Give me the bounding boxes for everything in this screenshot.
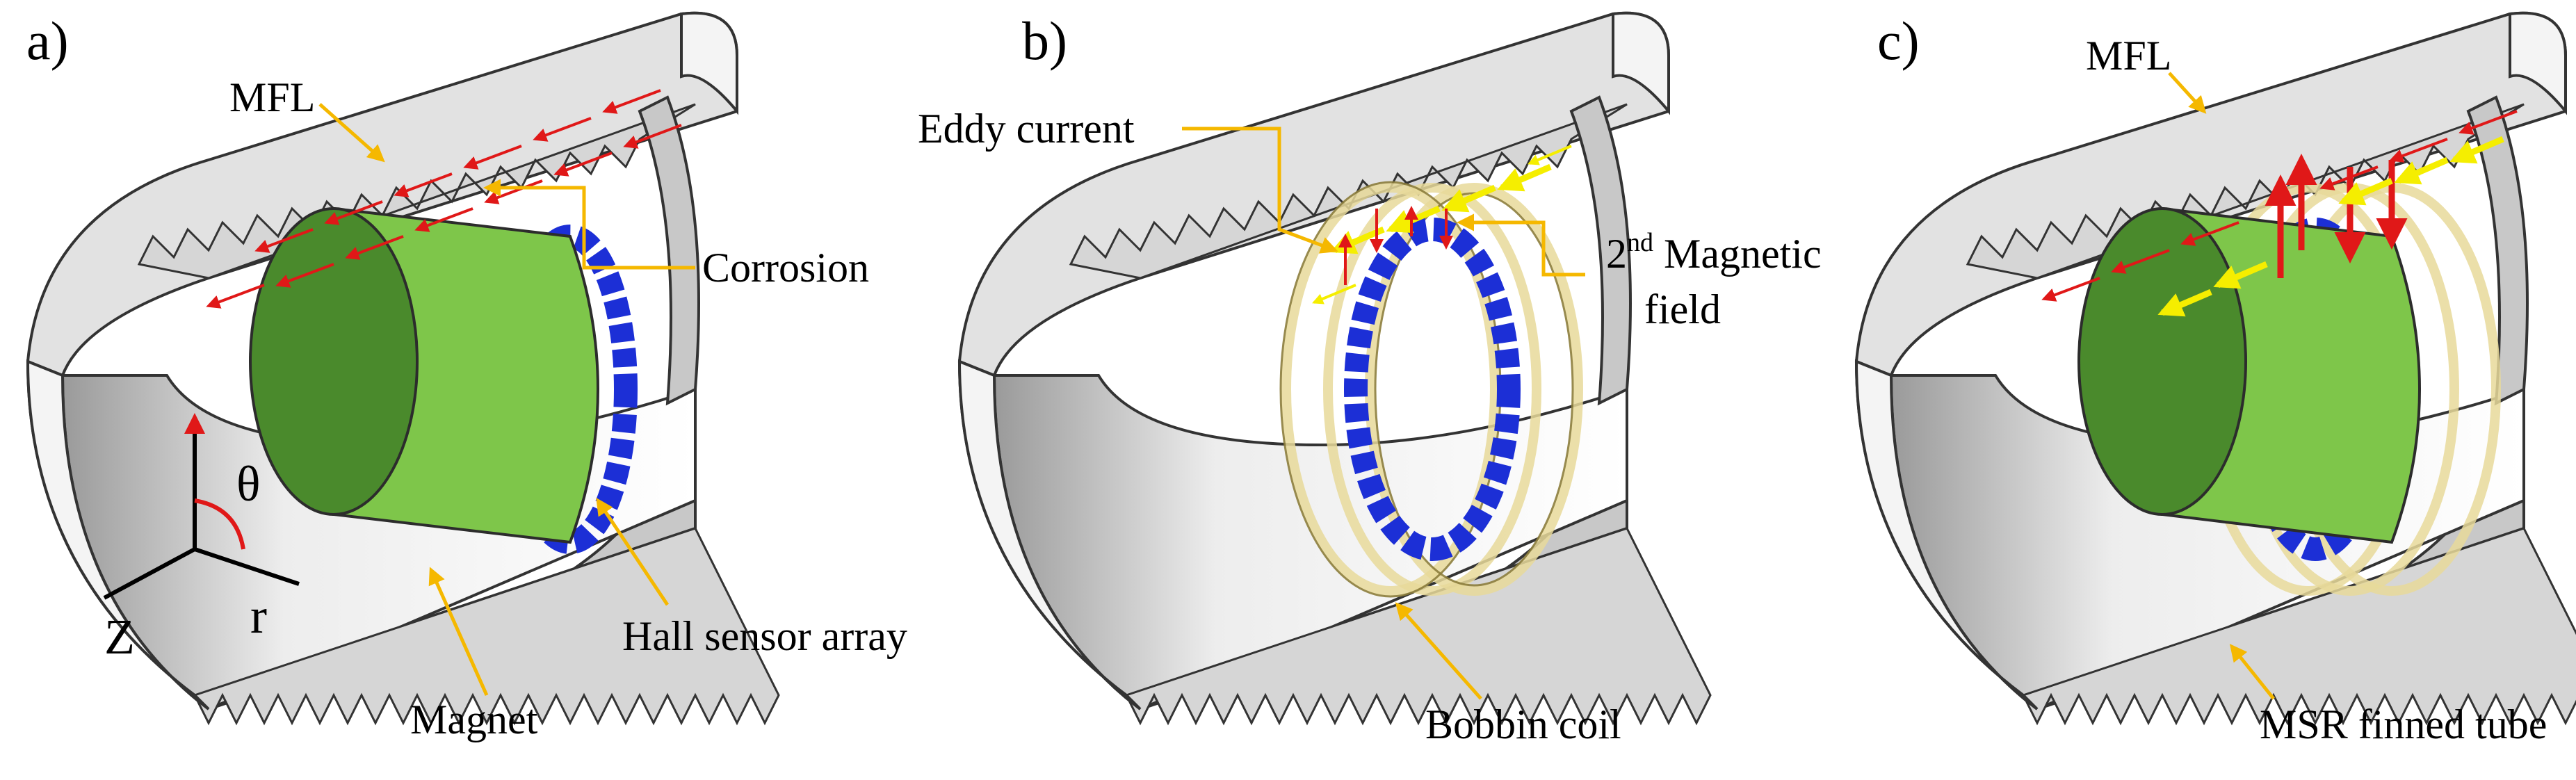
bobbin-coil	[1279, 181, 1583, 598]
panel-c-letter: c)	[1877, 10, 1920, 71]
magnet-c	[2077, 206, 2421, 544]
panel-b-letter: b)	[1022, 10, 1067, 71]
label-magnet: Magnet	[410, 697, 538, 742]
magnet-a	[249, 206, 599, 544]
axis-z-label: Z	[104, 609, 135, 665]
label-mfl-c: MFL	[2086, 33, 2171, 79]
label-second-magnetic-field-line2: field	[1644, 286, 1721, 332]
label-hall-sensor-array: Hall sensor array	[622, 613, 907, 659]
label-eddy-current: Eddy current	[918, 106, 1135, 152]
coordinate-axes: Z r θ	[103, 413, 300, 665]
secondary-field-arrows	[1338, 206, 1453, 285]
panel-a: a)	[26, 10, 907, 742]
panel-c: c)	[1855, 10, 2576, 747]
axis-theta-label: θ	[236, 456, 261, 512]
label-bobbin-coil: Bobbin coil	[1425, 701, 1621, 747]
eddy-arrows-c	[2157, 136, 2504, 317]
label-second-magnetic-field: 2nd Magnetic	[1606, 228, 1822, 277]
label-mfl-a: MFL	[229, 74, 315, 120]
mfl-arrows-a	[206, 89, 682, 309]
axis-r-label: r	[250, 588, 267, 644]
panel-a-letter: a)	[26, 10, 69, 71]
label-msr-finned-tube: MSR finned tube	[2260, 701, 2547, 747]
label-corrosion: Corrosion	[702, 245, 869, 291]
hall-sensor-array-b	[1344, 218, 1521, 561]
panel-b: b) Eddy current	[918, 10, 1822, 747]
mfl-arrows-c	[2041, 110, 2518, 302]
